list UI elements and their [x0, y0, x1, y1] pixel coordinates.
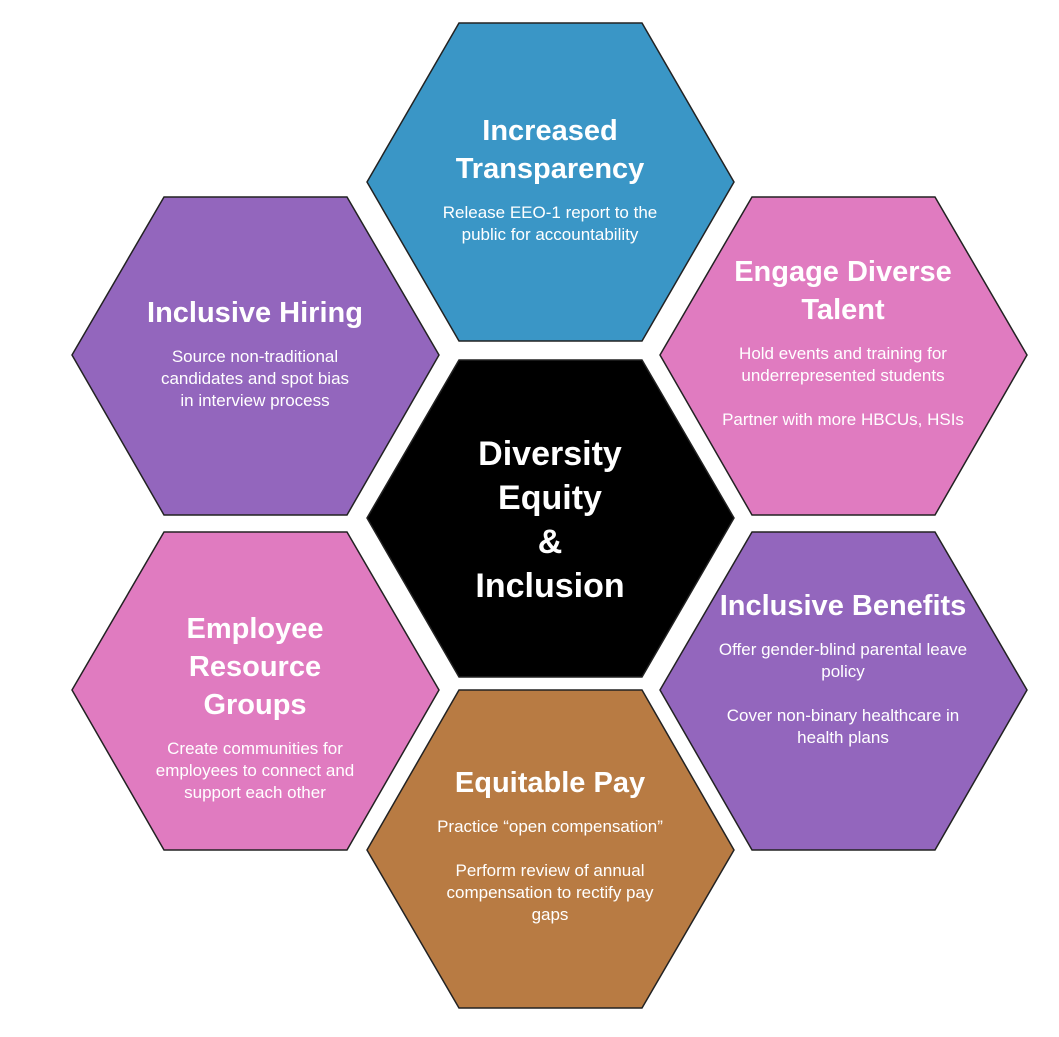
hex-employee-resource-groups — [71, 531, 440, 851]
pay-text: Equitable Pay Practice “open compensatio… — [415, 764, 685, 926]
center-label: Diversity Equity & Inclusion — [440, 432, 660, 608]
benefits-title: Inclusive Benefits — [719, 590, 967, 622]
hiring-title: Inclusive Hiring — [147, 297, 363, 329]
hex-equitable-pay — [366, 689, 735, 1009]
hex-increased-transparency — [366, 22, 735, 342]
talent-desc-2: Partner with more HBCUs, HSIs — [722, 410, 964, 429]
talent-desc-1: Hold events and training for underrepres… — [739, 344, 947, 385]
hiring-desc: Source non-traditional candidates and sp… — [160, 347, 350, 410]
pay-desc-1: Practice “open compensation” — [437, 817, 663, 836]
center-line-equity: Equity — [498, 479, 602, 517]
pay-desc-2: Perform review of annual compensation to… — [446, 861, 654, 924]
erg-text: Employee Resource Groups Create communit… — [110, 610, 400, 804]
transparency-title: Increased Transparency — [455, 115, 645, 185]
transparency-desc: Release EEO-1 report to the public for a… — [442, 203, 658, 244]
benefits-text: Inclusive Benefits Offer gender-blind pa… — [718, 587, 968, 749]
talent-text: Engage Diverse Talent Hold events and tr… — [708, 253, 978, 431]
hex-center — [366, 359, 735, 678]
center-line-inclusion: Inclusion — [475, 567, 625, 605]
center-line-ampersand: & — [537, 523, 563, 561]
benefits-desc-2: Cover non-binary healthcare in health pl… — [726, 706, 960, 747]
pay-title: Equitable Pay — [454, 767, 646, 799]
transparency-text: Increased Transparency Release EEO-1 rep… — [425, 112, 675, 246]
center-line-diversity: Diversity — [478, 435, 622, 473]
hex-inclusive-benefits — [659, 531, 1028, 851]
benefits-desc-1: Offer gender-blind parental leave policy — [718, 640, 968, 681]
talent-title: Engage Diverse Talent — [734, 256, 952, 326]
erg-title: Employee Resource Groups — [186, 613, 324, 721]
hex-engage-diverse-talent — [659, 196, 1028, 516]
hiring-text: Inclusive Hiring Source non-traditional … — [120, 294, 390, 412]
erg-desc: Create communities for employees to conn… — [155, 739, 355, 802]
hex-inclusive-hiring — [71, 196, 440, 516]
